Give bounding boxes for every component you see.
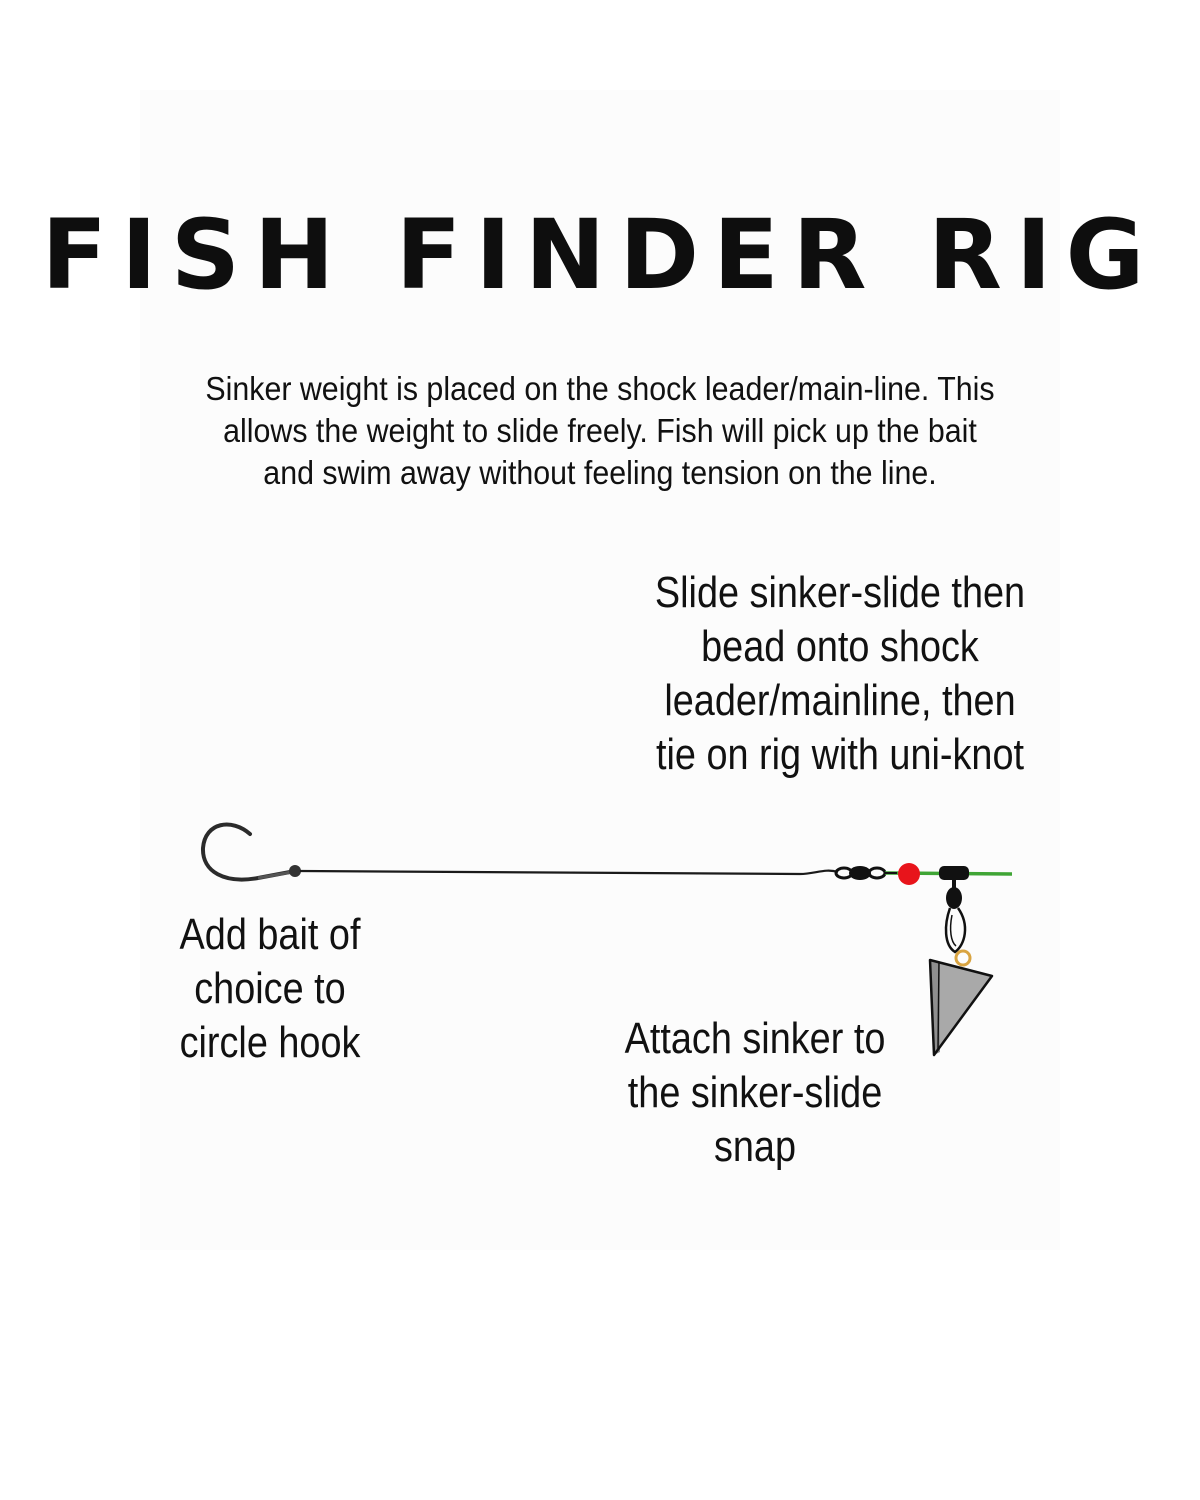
- sinker-slide-icon: [939, 866, 969, 880]
- circle-hook-icon: [200, 822, 292, 882]
- brass-ring-icon: [954, 949, 972, 967]
- leader-line: [299, 869, 839, 876]
- background-panel: [140, 90, 1060, 1250]
- hook-shank: [257, 870, 293, 880]
- sinker-slide-instruction: Slide sinker-slide then bead onto shock …: [654, 568, 1026, 779]
- barrel-swivel-icon: [834, 866, 887, 880]
- bait-instruction: Add bait of choice to circle hook: [179, 910, 361, 1067]
- intro-text: Sinker weight is placed on the shock lea…: [205, 370, 995, 491]
- pyramid-sinker-icon: [928, 958, 994, 1057]
- page-title: FISH FINDER RIG: [41, 199, 1159, 311]
- snap-swivel-icon: [944, 887, 967, 954]
- hook-eye-icon: [289, 865, 301, 877]
- red-bead-icon: [898, 863, 920, 885]
- attach-sinker-instruction: Attach sinker to the sinker-slide snap: [624, 1014, 886, 1171]
